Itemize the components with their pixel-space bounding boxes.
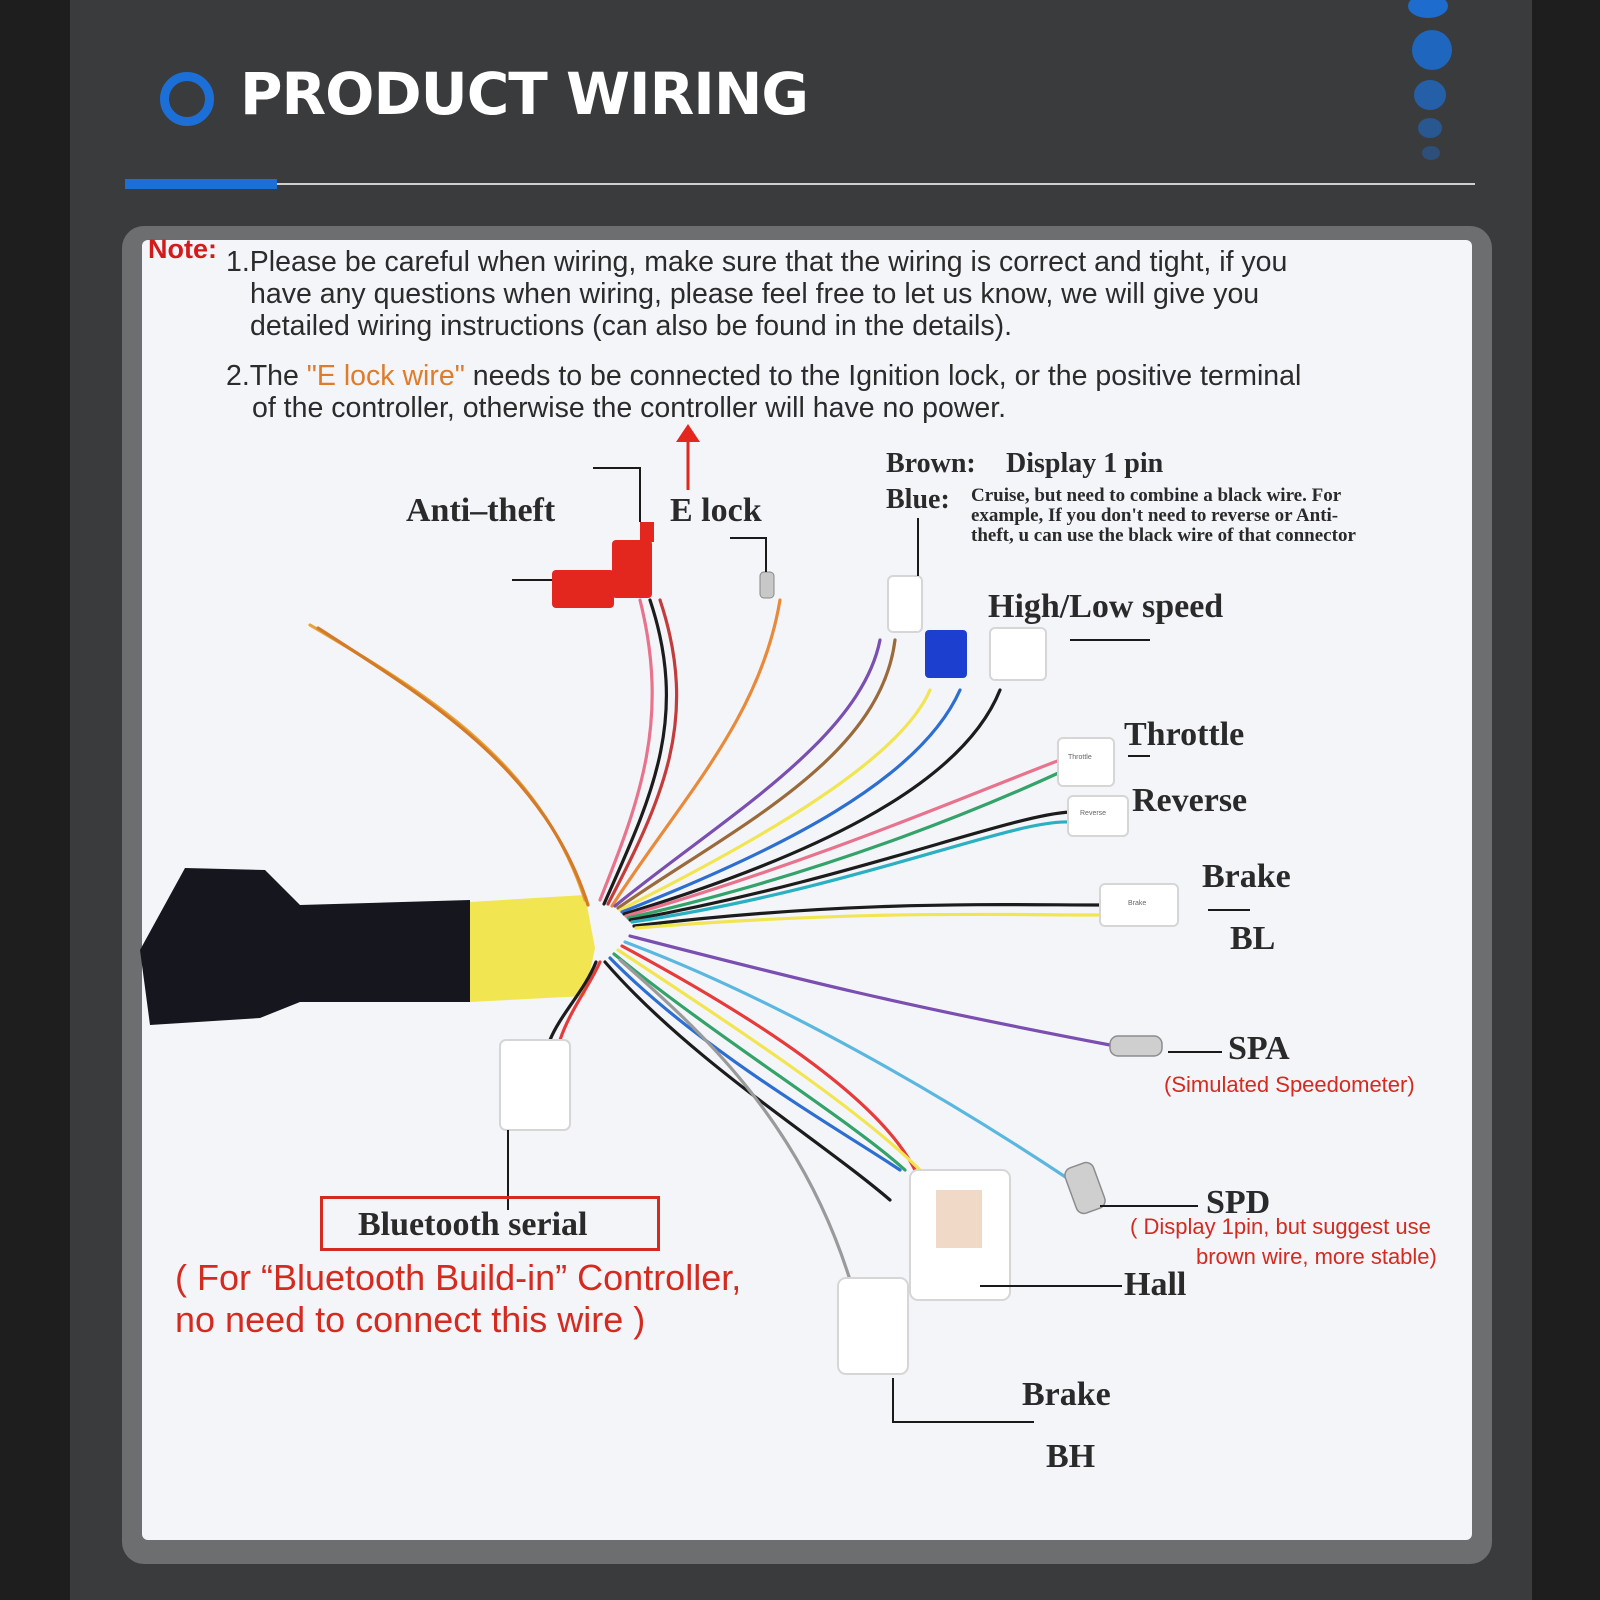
label-blue-line-2: example, If you don't need to reverse or… xyxy=(971,505,1339,526)
note-label: Note: xyxy=(148,234,217,264)
connector-hall xyxy=(909,1169,1011,1301)
label-high-low-speed: High/Low speed xyxy=(988,588,1224,625)
note-e-lock-highlight: "E lock wire" xyxy=(306,360,465,392)
label-brown-key: Brown: xyxy=(886,448,976,479)
decorative-dot-icon xyxy=(1418,118,1442,138)
wire-bundle xyxy=(308,598,1112,1282)
label-blue-line-1: Cruise, but need to combine a black wire… xyxy=(971,485,1342,506)
harness-yellow-sleeve xyxy=(470,895,595,1002)
connector-anti-theft xyxy=(552,522,654,608)
connector-brake-bl xyxy=(1099,883,1179,927)
label-spd: SPD xyxy=(1206,1184,1271,1221)
label-brake-bottom: Brake xyxy=(1022,1376,1111,1413)
label-brown-value: Display 1 pin xyxy=(1006,448,1164,479)
harness-plug xyxy=(140,868,470,1025)
page-title: PRODUCT WIRING xyxy=(240,60,809,128)
connector-reverse xyxy=(1067,795,1129,837)
label-bluetooth-sub-2: no need to connect this wire ) xyxy=(175,1299,646,1340)
note-line-4-prefix: 2.The xyxy=(226,360,307,392)
note-line-2: have any questions when wiring, please f… xyxy=(250,278,1260,310)
tag-throttle: Throttle xyxy=(1068,754,1092,761)
connector-spa xyxy=(1109,1035,1163,1057)
tag-brake: Brake xyxy=(1128,900,1147,907)
label-bh: BH xyxy=(1046,1438,1096,1475)
note-line-4-suffix: needs to be connected to the Ignition lo… xyxy=(464,360,1302,392)
label-bl: BL xyxy=(1230,920,1276,957)
tag-reverse: Reverse xyxy=(1080,810,1107,817)
bluetooth-label-box xyxy=(320,1196,660,1251)
connector-brake-bh xyxy=(837,1277,909,1375)
label-hall: Hall xyxy=(1124,1266,1187,1303)
header-divider-accent xyxy=(125,179,277,189)
label-blue-line-3: theft, u can use the black wire of that … xyxy=(971,525,1356,546)
label-brake-top: Brake xyxy=(1202,858,1291,895)
label-reverse: Reverse xyxy=(1132,782,1248,819)
label-throttle: Throttle xyxy=(1124,716,1245,753)
decorative-dot-icon xyxy=(1412,30,1452,70)
note-line-5: of the controller, otherwise the control… xyxy=(252,392,1007,424)
note-line-1: 1.Please be careful when wiring, make su… xyxy=(226,246,1288,278)
label-bluetooth-sub-1: ( For “Bluetooth Build-in” Controller, xyxy=(175,1257,742,1298)
connector-e-lock xyxy=(759,571,775,599)
decorative-dot-icon xyxy=(1408,0,1448,18)
label-blue-key: Blue: xyxy=(886,484,950,515)
circle-bullet-icon xyxy=(160,72,214,126)
decorative-dot-icon xyxy=(1414,80,1446,110)
connector-bluetooth xyxy=(499,1039,571,1131)
label-e-lock: E lock xyxy=(670,492,762,529)
note-line-4: 2.The "E lock wire" needs to be connecte… xyxy=(226,360,1301,392)
connector-display-brown-blue xyxy=(887,575,923,633)
arrow-up-icon xyxy=(676,424,700,490)
header-divider xyxy=(125,183,1475,185)
label-anti-theft: Anti–theft xyxy=(406,492,556,529)
connector-throttle xyxy=(1057,737,1115,787)
label-spd-sub-2: brown wire, more stable) xyxy=(1196,1244,1437,1269)
diagram-card xyxy=(142,240,1472,1540)
decorative-dot-icon xyxy=(1422,146,1440,160)
label-bluetooth-serial: Bluetooth serial xyxy=(358,1206,588,1243)
connector-high-low-speed xyxy=(925,627,1047,681)
connector-spd xyxy=(1064,1161,1106,1215)
label-spa-sub: (Simulated Speedometer) xyxy=(1164,1072,1415,1097)
label-spd-sub-1: ( Display 1pin, but suggest use xyxy=(1130,1214,1431,1239)
label-spa: SPA xyxy=(1228,1030,1290,1067)
note-line-3: detailed wiring instructions (can also b… xyxy=(250,310,1013,342)
leader-lines xyxy=(507,467,1250,1423)
